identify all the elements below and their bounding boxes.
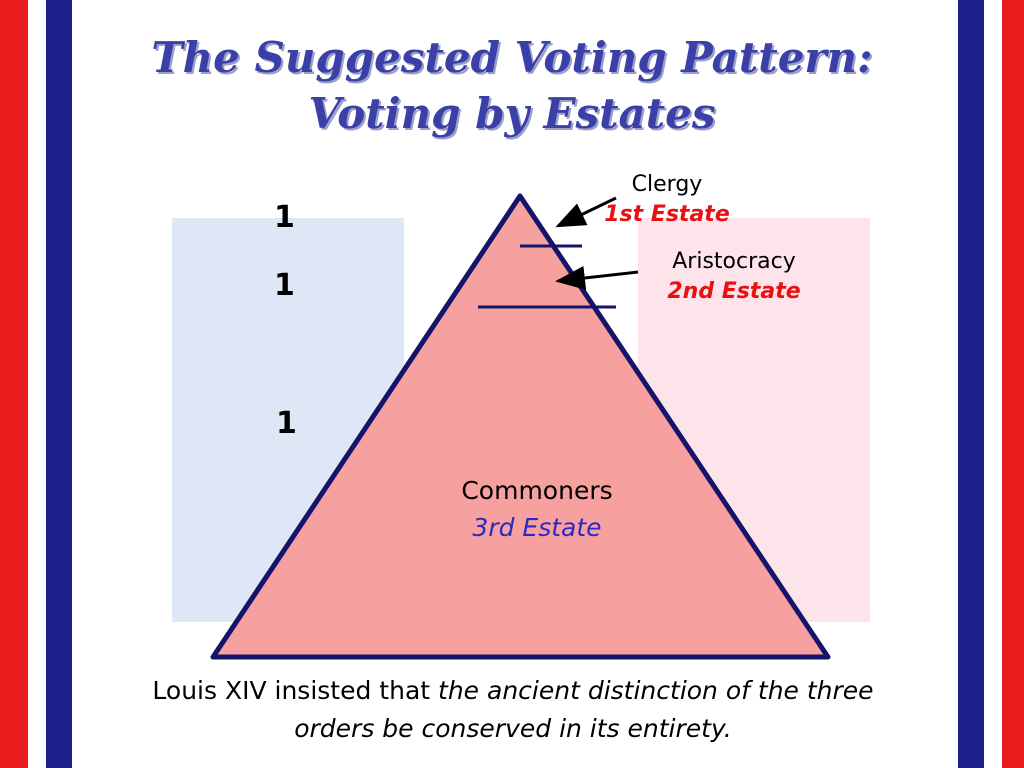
commoners-label: Commoners (461, 476, 613, 505)
pyramid-triangle (210, 193, 831, 660)
clergy-arrow (555, 196, 617, 228)
right-red-stripe (1002, 0, 1024, 768)
clergy-label: Clergy (631, 172, 703, 197)
title-line-2: Voting by Estates (308, 89, 716, 138)
third-estate-vote: 1 (276, 406, 297, 441)
page-title: The Suggested Voting Pattern: Voting by … (0, 30, 1024, 142)
left-blue-stripe (46, 0, 72, 768)
aristocracy-arrow (555, 266, 639, 290)
third-estate-name: 3rd Estate (472, 513, 602, 542)
first-estate-name: 1st Estate (604, 202, 730, 227)
right-blue-stripe (958, 0, 984, 768)
first-estate-vote: 1 (274, 200, 295, 235)
caption-plain: Louis XIV insisted that (152, 676, 439, 705)
second-estate-name: 2nd Estate (667, 279, 801, 304)
second-estate-label: Aristocracy 2nd Estate (652, 247, 816, 307)
caption-italic: the ancient distinction of the three ord… (294, 676, 874, 743)
left-red-stripe (0, 0, 28, 768)
caption: Louis XIV insisted that the ancient dist… (110, 672, 916, 748)
second-estate-vote: 1 (274, 268, 295, 303)
first-estate-label: Clergy 1st Estate (592, 170, 742, 230)
third-estate-label: Commoners 3rd Estate (437, 472, 637, 546)
aristocracy-label: Aristocracy (672, 249, 796, 274)
title-line-1: The Suggested Voting Pattern: (151, 33, 873, 82)
